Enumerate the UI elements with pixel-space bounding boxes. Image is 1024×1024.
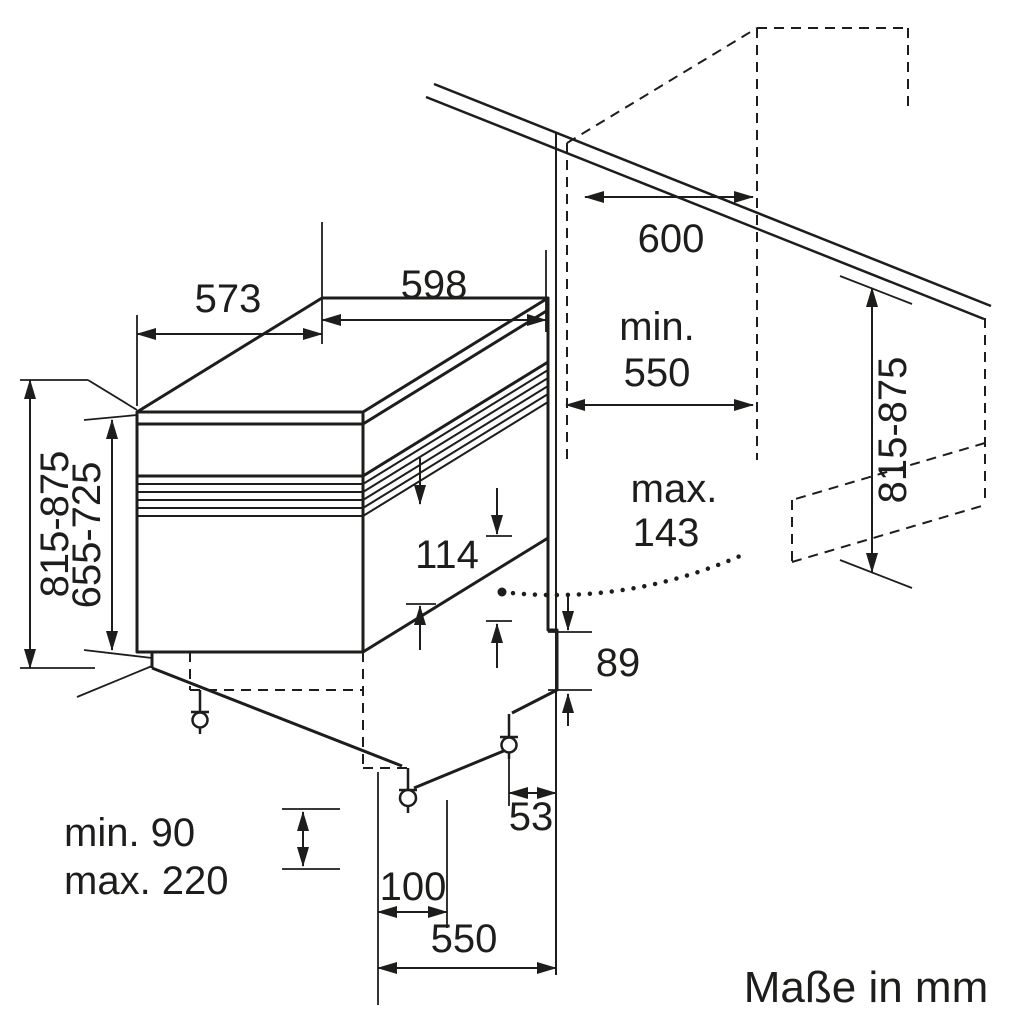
- dim-niche-height: 815-875: [839, 275, 915, 589]
- dim-815-875-left-label: 815-875: [33, 451, 77, 598]
- dim-top-width: 598: [321, 250, 547, 332]
- plinth-recess-dashed: [189, 652, 408, 769]
- rear-foot: [500, 736, 518, 754]
- dim-53-label: 53: [509, 795, 554, 839]
- dim-100-label: 100: [380, 865, 447, 909]
- dim-top-depth: 573: [136, 222, 323, 406]
- dim-niche-width: 600: [584, 191, 754, 261]
- adjustable-feet: [191, 690, 518, 813]
- dim-655-725-label: 655-725: [65, 462, 109, 609]
- dim-height-overall: 815-875: [20, 379, 153, 698]
- niche-height-label: 815-875: [871, 357, 915, 504]
- dim-niche-depth: min. 550: [565, 305, 754, 411]
- dim-height-body: 655-725: [65, 414, 153, 659]
- dim-front-foot-inset: 100: [377, 772, 448, 1005]
- dim-base-depth: 550: [377, 917, 557, 974]
- plinth-max-label: max. 220: [64, 859, 229, 903]
- max-prefix-label: max.: [631, 467, 718, 511]
- dim-rear-base-height: 89: [548, 596, 640, 726]
- units-caption: Maße in mm: [744, 963, 988, 1012]
- dim-573-label: 573: [195, 277, 262, 321]
- dim-598-label: 598: [401, 263, 468, 307]
- front-left-foot: [191, 711, 209, 729]
- niche-600-label: 600: [638, 217, 705, 261]
- dim-550-bottom-label: 550: [431, 917, 498, 961]
- niche-min-label: min.: [619, 305, 695, 349]
- countertop-edge-lines: [425, 82, 992, 321]
- dim-control-panel: 114: [406, 458, 512, 668]
- dim-door-protrusion: max. 143: [497, 467, 743, 598]
- dim-plinth-clearance: min. 90 max. 220: [64, 808, 340, 903]
- max-value-label: 143: [633, 511, 700, 555]
- control-panel-lines: [137, 369, 549, 517]
- plinth-min-label: min. 90: [64, 811, 195, 855]
- dim-114-label: 114: [415, 533, 479, 577]
- dim-rear-foot-inset: 53: [508, 756, 557, 839]
- dim-89-label: 89: [596, 641, 641, 685]
- front-right-foot: [398, 788, 418, 808]
- niche-550-label: 550: [624, 351, 691, 395]
